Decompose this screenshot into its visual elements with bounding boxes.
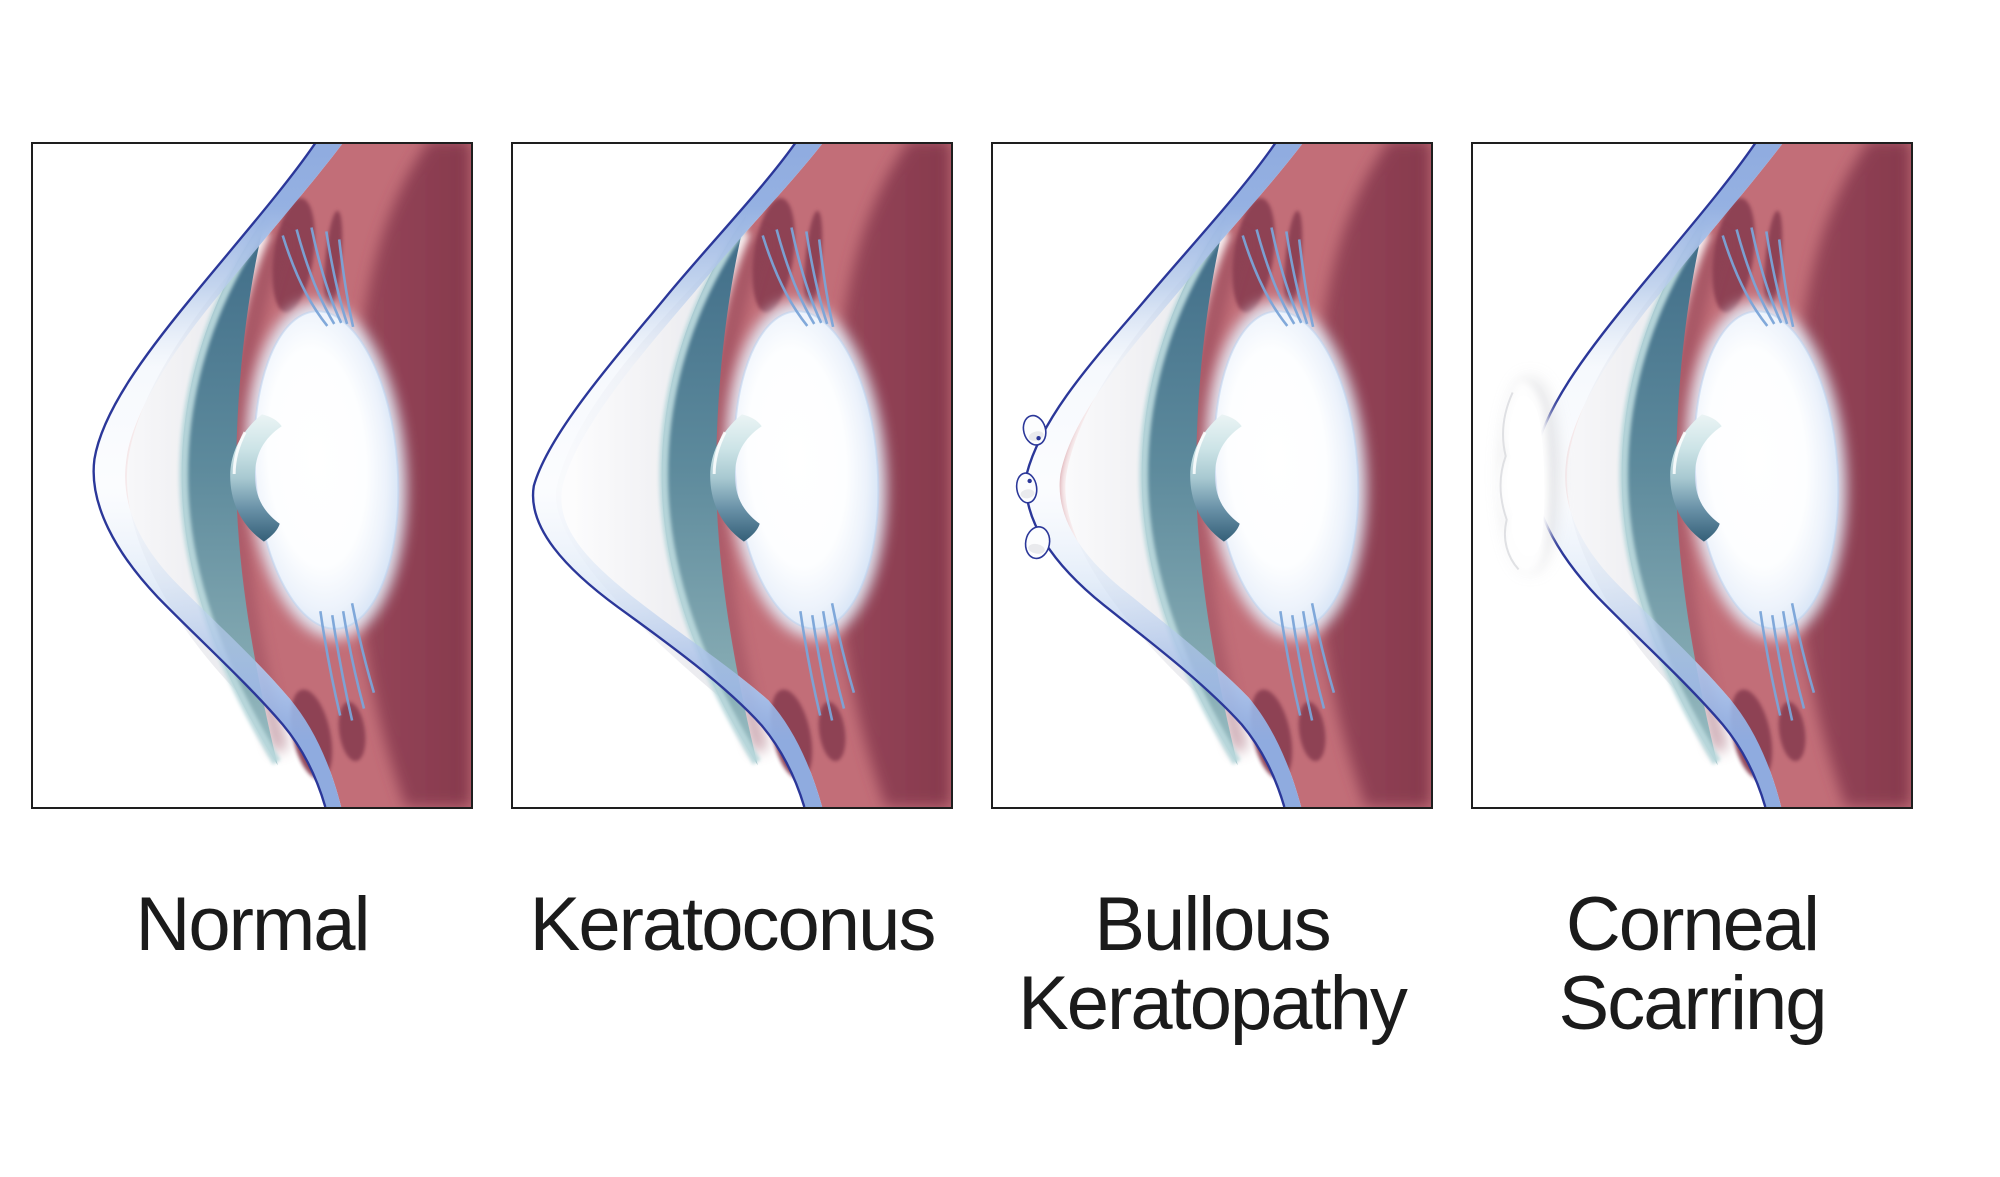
label-keratoconus-line1: Keratoconus	[529, 882, 937, 967]
eye-cross-section-bullous-keratopathy	[1015, 144, 1431, 807]
label-normal-line1: Normal	[135, 882, 371, 967]
eye-cross-section-keratoconus	[531, 144, 951, 807]
panel-corneal-scarring	[1471, 142, 1913, 809]
panel-normal	[31, 142, 473, 809]
panel-keratoconus	[511, 142, 953, 809]
label-scarring-line1: Corneal	[1565, 882, 1820, 967]
label-keratoconus: Keratoconus	[492, 885, 972, 964]
eye-cross-section-corneal-scarring	[1498, 144, 1911, 807]
label-corneal-scarring: Corneal Scarring	[1452, 885, 1932, 1043]
label-normal: Normal	[12, 885, 492, 964]
label-bullous-keratopathy: Bullous Keratopathy	[972, 885, 1452, 1043]
label-scarring-line2: Scarring	[1558, 961, 1828, 1046]
eye-cross-section-normal	[92, 144, 471, 807]
label-bullous-line1: Bullous	[1094, 882, 1331, 967]
panel-bullous-keratopathy	[991, 142, 1433, 809]
label-bullous-line2: Keratopathy	[1018, 961, 1408, 1046]
